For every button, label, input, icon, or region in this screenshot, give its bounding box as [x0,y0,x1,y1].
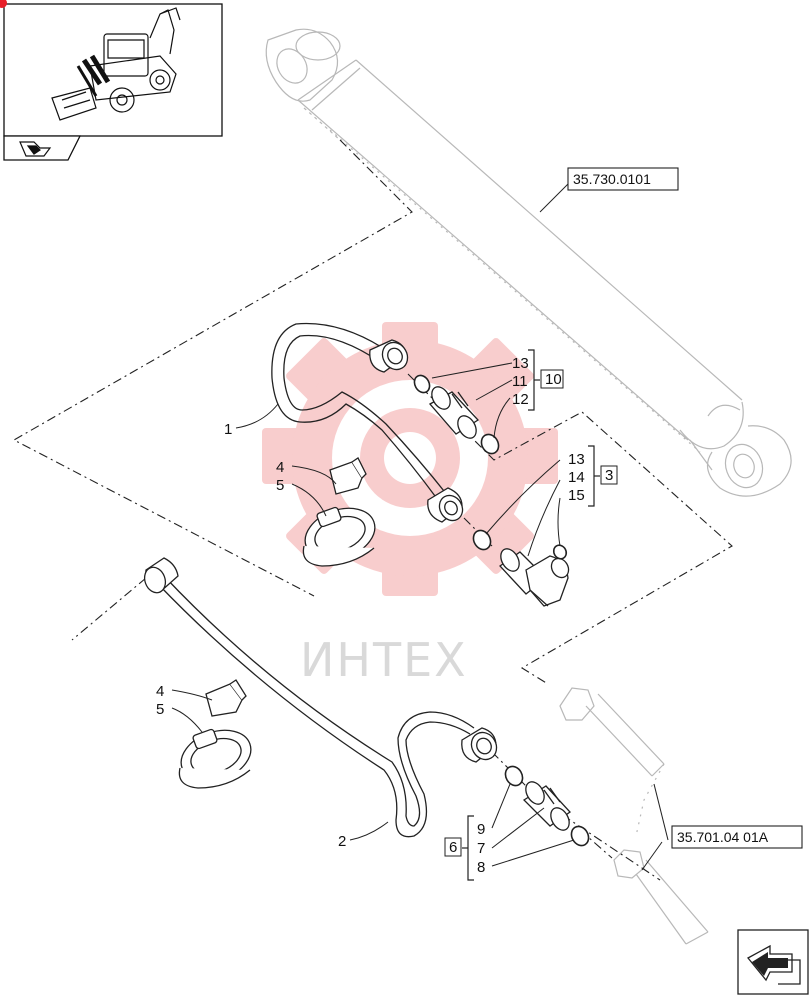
kit-10-label: 10 [545,371,562,388]
callout-5-upper: 5 [276,477,284,494]
corner-marker [0,0,7,8]
kit-10-box[interactable] [540,369,564,389]
part-2-pipe[interactable] [157,575,475,838]
callout-8: 8 [477,859,485,876]
kit-3-box[interactable] [600,465,618,485]
callout-9: 9 [477,821,485,838]
kit-3-label: 3 [605,467,613,484]
oring-13-upper[interactable] [411,373,432,396]
kit-6-box[interactable] [444,837,462,857]
part-1-pipe[interactable] [271,322,449,501]
callout-13-upper: 13 [512,355,529,372]
callout-13-middle: 13 [568,451,585,468]
oring-13-middle[interactable] [470,527,494,552]
oring-9[interactable] [502,763,526,788]
adapter-7[interactable] [522,779,573,834]
kit-brackets [462,349,600,881]
callout-11: 11 [512,373,528,390]
reference-cylinder-label: 35.730.0101 [573,171,651,187]
callout-12: 12 [512,391,529,408]
adapter-11[interactable] [428,384,480,442]
part-1-fitting-upper[interactable] [369,338,413,374]
callout-15: 15 [568,487,585,504]
next-page-arrow-icon[interactable] [737,929,809,995]
callout-7: 7 [477,840,485,857]
reference-tube-label: 35.701.04 01A [677,829,769,845]
part-2-fitting-left[interactable] [141,557,179,596]
leader-lines [171,181,669,871]
clamp-4-5-upper[interactable] [298,457,382,569]
oring-8[interactable] [568,823,592,848]
part-1-fitting-lower[interactable] [427,487,467,525]
thumbnail-frame[interactable] [0,0,223,161]
reference-cylinder[interactable]: 35.730.0101 [567,167,679,191]
book-page-icon [19,141,52,157]
callout-1: 1 [224,421,232,438]
oring-15[interactable] [551,543,568,561]
callout-4-upper: 4 [276,459,284,476]
kit-6-label: 6 [449,839,457,856]
hydraulic-cylinder-ghost [265,28,792,497]
callout-4-lower: 4 [156,683,164,700]
callout-2: 2 [338,833,346,850]
backhoe-loader-thumbnail [51,7,181,121]
callout-5-lower: 5 [156,701,164,718]
elbow-14[interactable] [497,546,572,607]
clamp-4-5-lower[interactable] [174,679,258,791]
part-2-fitting-right[interactable] [461,727,502,764]
watermark-text: ИНТЕХ [300,633,468,687]
reference-tube[interactable]: 35.701.04 01A [671,825,803,849]
oring-12[interactable] [478,431,502,456]
callout-14: 14 [568,469,585,486]
hydraulic-tube-ghost [559,687,709,945]
